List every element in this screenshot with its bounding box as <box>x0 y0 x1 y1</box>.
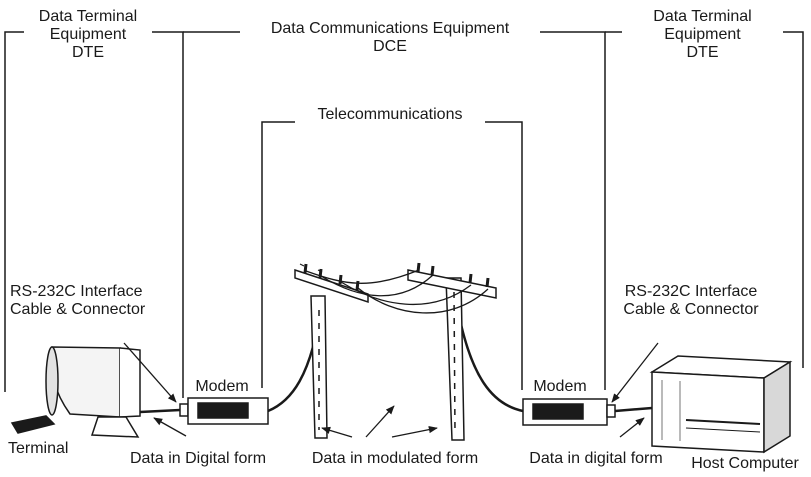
interface-right-label: RS-232C Interface Cable & Connector <box>600 283 782 319</box>
telecom-label: Telecommunications <box>295 106 485 124</box>
arrow-icon <box>391 426 438 438</box>
dte-left-line: Equipment <box>49 26 127 43</box>
arrow-icon <box>153 417 187 437</box>
dte-right-bracket <box>605 31 804 368</box>
interface-right-line: RS-232C Interface <box>624 283 758 300</box>
modem-icon <box>522 398 616 426</box>
host-computer-label: Host Computer <box>691 455 799 472</box>
arrow-icon <box>619 417 645 438</box>
dte-left-bracket <box>4 31 184 398</box>
arrow-icon <box>611 342 659 403</box>
terminal-label: Terminal <box>8 440 69 457</box>
terminal-icon <box>10 346 141 438</box>
telephone-pole-icon <box>407 262 497 441</box>
interface-right-line: Cable & Connector <box>623 301 759 318</box>
telecom-bracket <box>261 121 523 390</box>
dte-right-line: DTE <box>686 44 719 61</box>
dte-left-line: DTE <box>72 44 104 61</box>
dte-left-label: Data Terminal Equipment DTE <box>24 8 152 62</box>
dte-right-line: Equipment <box>664 26 741 43</box>
dce-line: DCE <box>373 38 407 55</box>
interface-left-line: RS-232C Interface <box>10 283 143 300</box>
modem-icon <box>179 397 269 425</box>
data-form-middle-label: Data in modulated form <box>311 450 479 467</box>
dte-left-line: Data Terminal <box>38 8 138 25</box>
telephone-pole-icon <box>294 263 369 439</box>
arrow-icon <box>321 426 353 438</box>
interface-left-label: RS-232C Interface Cable & Connector <box>10 283 182 319</box>
arrows <box>123 342 659 438</box>
telephone-wires <box>305 269 489 314</box>
dce-label: Data Communications Equipment DCE <box>240 20 540 56</box>
telecom-line: Telecommunications <box>317 106 463 123</box>
arrow-icon <box>365 405 395 438</box>
modem-right-label: Modem <box>533 378 587 395</box>
dce-bracket <box>183 31 606 390</box>
bracket-lines <box>4 31 804 398</box>
dte-right-line: Data Terminal <box>653 8 752 25</box>
interface-left-line: Cable & Connector <box>10 301 146 318</box>
data-form-right-label: Data in digital form <box>529 450 663 467</box>
modem-left-label: Modem <box>195 378 249 395</box>
dce-line: Data Communications Equipment <box>270 20 510 37</box>
host-computer-icon <box>649 355 793 454</box>
data-form-left-label: Data in Digital form <box>129 450 267 467</box>
arrow-icon <box>123 342 177 403</box>
dte-right-label: Data Terminal Equipment DTE <box>622 8 783 62</box>
